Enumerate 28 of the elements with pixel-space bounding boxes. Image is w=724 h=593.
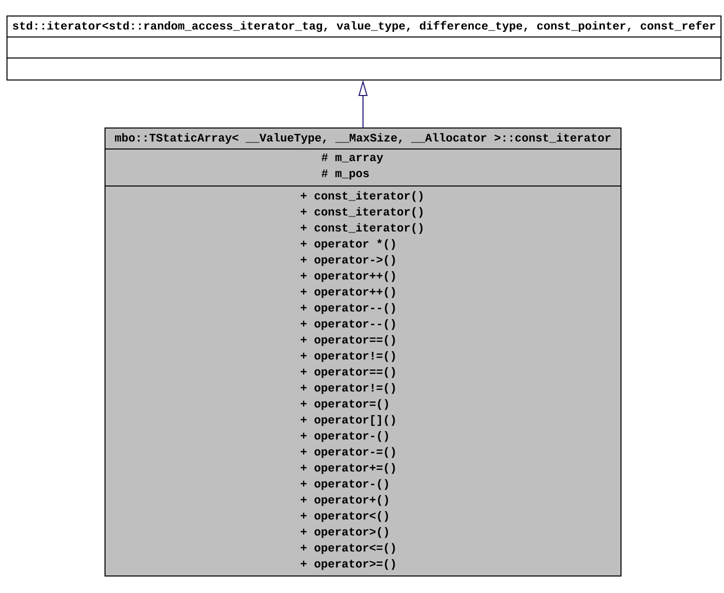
method-name: + const_iterator() bbox=[300, 223, 422, 234]
method-name: + operator+=() bbox=[300, 463, 395, 474]
method-name: + operator<() bbox=[300, 511, 388, 522]
method-name: + operator--() bbox=[300, 303, 395, 314]
method-name: + operator!=() bbox=[300, 351, 395, 362]
method-name: + operator *() bbox=[300, 239, 395, 250]
method-name: + operator-() bbox=[300, 431, 388, 442]
attribute-name: # m_array bbox=[322, 154, 384, 164]
method-name: + operator=() bbox=[300, 399, 388, 410]
method-name: + operator==() bbox=[300, 335, 395, 346]
method-name: + const_iterator() bbox=[300, 207, 422, 218]
method-name: + operator+() bbox=[300, 495, 388, 506]
class-name: mbo::TStaticArray< __ValueType, __MaxSize, __Allocator >::const_iterator bbox=[114, 133, 611, 144]
method-name: + operator++() bbox=[300, 271, 395, 282]
method-name: + operator<=() bbox=[300, 543, 395, 554]
attribute-name: # m_pos bbox=[322, 170, 369, 180]
method-name: + operator>() bbox=[300, 527, 388, 538]
method-name: + operator!=() bbox=[300, 383, 395, 394]
method-name: + const_iterator() bbox=[300, 191, 422, 202]
method-name: + operator->() bbox=[300, 255, 395, 266]
method-name: + operator--() bbox=[300, 319, 395, 330]
method-name: + operator==() bbox=[300, 367, 395, 378]
method-name: + operator++() bbox=[300, 287, 395, 298]
method-name: + operator[]() bbox=[300, 415, 395, 426]
method-name: + operator-=() bbox=[300, 447, 395, 458]
class-name: std::iterator<std::random_access_iterator_tag, value_type, difference_type, const_pointer, const_refer bbox=[12, 21, 716, 32]
method-name: + operator>=() bbox=[300, 559, 395, 570]
method-name: + operator-() bbox=[300, 479, 388, 490]
